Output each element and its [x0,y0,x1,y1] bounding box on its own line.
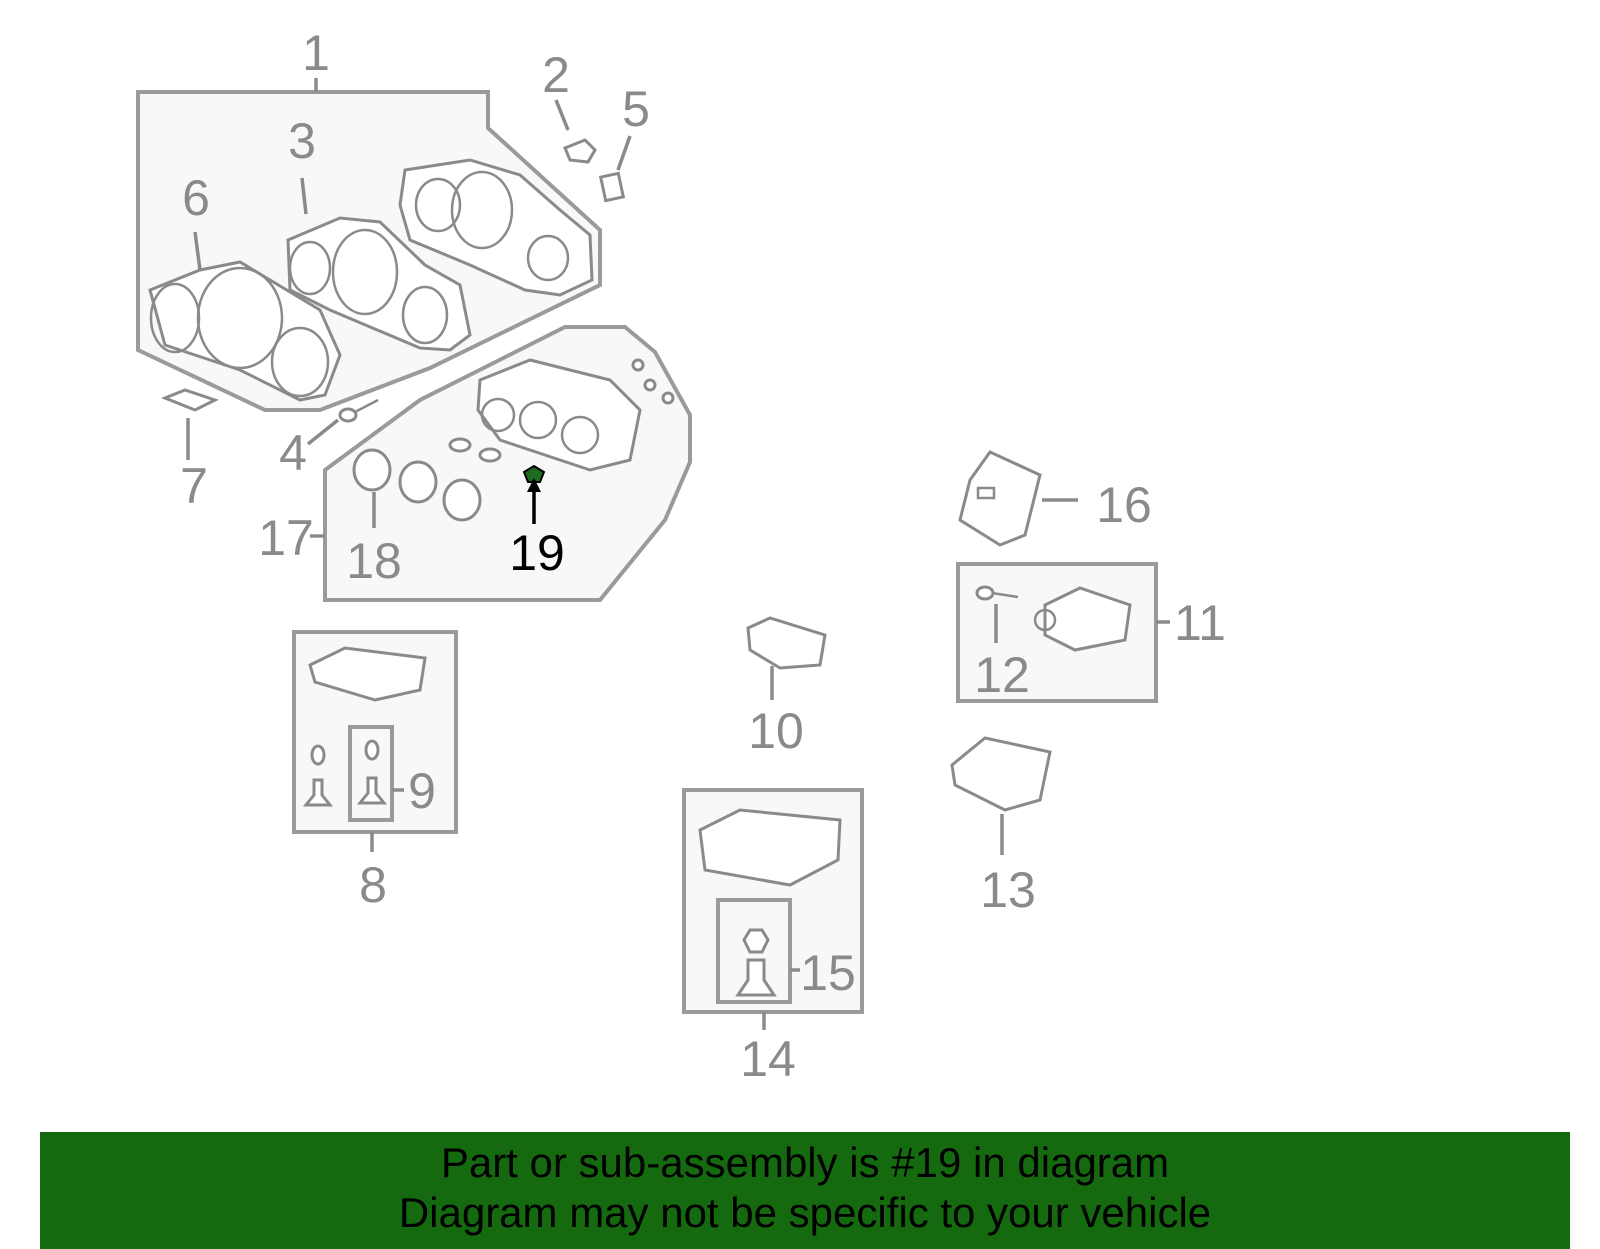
callout-17: 17 [258,510,314,566]
part-10-switch [746,616,827,670]
part-13-switch [950,736,1052,812]
part-12-screw [975,585,1019,601]
part-7-lens [160,388,219,412]
callout-5: 5 [622,81,650,137]
callout-13: 13 [980,862,1036,918]
part-14-switch [698,808,842,887]
callout-16: 16 [1096,477,1152,533]
callout-18: 18 [346,533,402,589]
callout-12: 12 [974,647,1030,703]
info-banner: Part or sub-assembly is #19 in diagram D… [40,1132,1570,1249]
part-18-knobs [352,448,482,522]
callout-1: 1 [302,25,330,81]
part-3-mask [286,216,472,352]
part-5-clip [598,171,626,203]
callout-11: 11 [1174,595,1226,651]
callout-3: 3 [288,113,316,169]
part-15-bulb [735,928,777,997]
part-11-switch [1033,586,1132,652]
part-6-bezel [148,260,342,402]
leader-lines [186,99,1078,855]
part-8-bulbs [302,739,388,807]
callout-19: 19 [509,525,565,581]
part-8-switch [308,646,427,702]
part-19-highlight [522,464,546,483]
part-4-screw [338,398,379,423]
callout-8: 8 [359,857,387,913]
part-climate-control [448,358,675,472]
part-16-switch [958,450,1042,547]
callout-15: 15 [800,945,856,1001]
callout-6: 6 [182,170,210,226]
callout-2: 2 [542,47,570,103]
part-2-bulb [563,138,597,164]
callout-7: 7 [180,458,208,514]
callout-9: 9 [408,763,436,819]
callout-10: 10 [748,703,804,759]
callout-14: 14 [740,1031,796,1087]
banner-line-2: Diagram may not be specific to your vehi… [398,1189,1212,1236]
part-cluster [398,158,594,297]
callout-4: 4 [279,425,307,481]
banner-line-1: Part or sub-assembly is #19 in diagram [440,1139,1170,1186]
